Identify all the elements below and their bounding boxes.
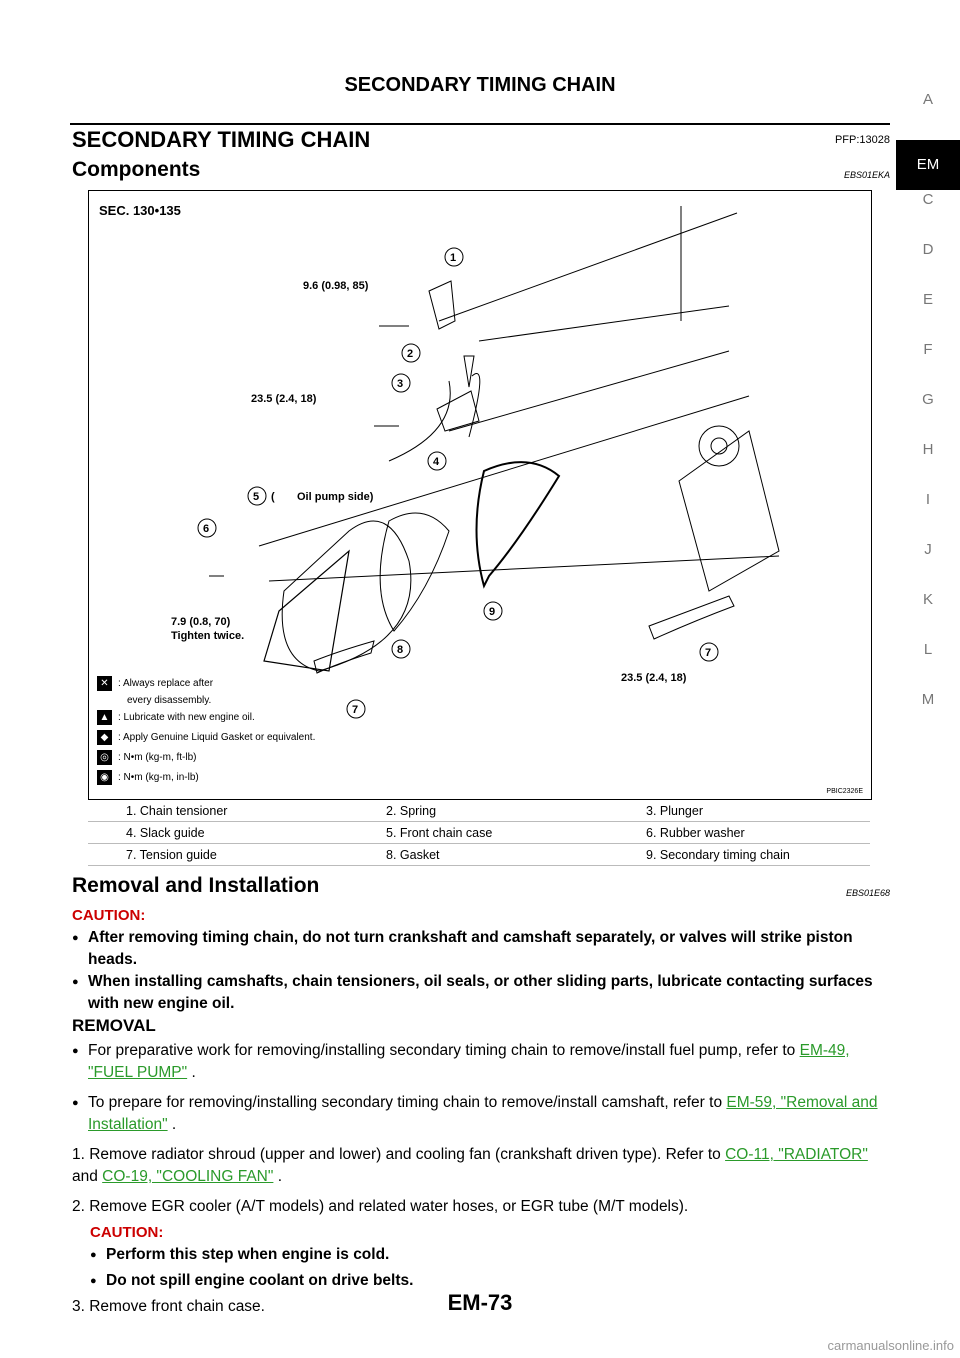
bullet-text: To prepare for removing/installing secon… [88, 1094, 723, 1111]
removal-install-code: EBS01E68 [845, 888, 890, 898]
caution-label: CAUTION: [72, 907, 146, 924]
side-index-item[interactable]: C [922, 191, 934, 208]
callout-number: 3 [397, 378, 403, 390]
caution-item: After removing timing chain, do not turn… [72, 927, 890, 971]
callout-number: 7 [352, 704, 358, 716]
camshaft-link[interactable]: EM-59, "Removal and Installation" [88, 1094, 878, 1133]
side-index-item-active[interactable]: EM [896, 140, 960, 190]
removal-bullet-1: For preparative work for removing/instal… [72, 1040, 890, 1084]
side-index-item[interactable]: D [922, 241, 934, 258]
torque-callout-2: 23.5 (2.4, 18) [251, 393, 317, 405]
legend-row: ✕ : Always replace after [97, 673, 315, 693]
part-cell: 6. Rubber washer [646, 825, 745, 840]
legend-row: ◎ : N•m (kg-m, ft-lb) [97, 747, 315, 767]
part-cell: 5. Front chain case [386, 825, 493, 840]
callout-number: 7 [705, 647, 711, 659]
caution-label: CAUTION: [90, 1224, 164, 1241]
legend-text: every disassembly. [127, 694, 212, 706]
torque-callout-4: 7.9 (0.8, 70) [171, 616, 231, 628]
legend-text: : N•m (kg-m, ft-lb) [118, 751, 197, 763]
removal-steps: For preparative work for removing/instal… [72, 1040, 890, 1318]
figure-code: PBIC2326E [826, 788, 863, 795]
callout-number: 4 [433, 456, 440, 468]
caution-item: Perform this step when engine is cold. [90, 1244, 890, 1266]
removal-title: REMOVAL [72, 1016, 156, 1035]
caution-item: Do not spill engine coolant on drive bel… [90, 1270, 890, 1292]
legend-text: : N•m (kg-m, in-lb) [118, 771, 199, 783]
section-title: SECONDARY TIMING CHAIN [72, 127, 371, 152]
side-index-item[interactable]: F [923, 341, 933, 358]
part-cell: 9. Secondary timing chain [646, 847, 790, 862]
part-cell: 4. Slack guide [126, 825, 205, 840]
part-cell: 7. Tension guide [126, 847, 217, 862]
part-cell: 2. Spring [386, 803, 437, 818]
torque-in-icon: ◉ [97, 769, 112, 785]
legend-row: every disassembly. [97, 693, 315, 707]
fuel-pump-link[interactable]: EM-49, "FUEL PUMP" [88, 1042, 850, 1081]
gasket-icon: ◆ [97, 729, 112, 745]
bullet-text: For preparative work for removing/instal… [88, 1042, 796, 1059]
legend-text: : Apply Genuine Liquid Gasket or equival… [118, 731, 316, 743]
side-index-item[interactable]: I [925, 491, 931, 508]
side-index-item[interactable]: E [922, 291, 933, 308]
parts-table: 1. Chain tensioner 2. Spring 3. Plunger 4.… [88, 800, 870, 866]
legend-text: : Always replace after [118, 677, 214, 689]
side-index-item[interactable]: H [922, 441, 934, 458]
side-index: A EM C D E F G H I J K L M [896, 90, 960, 740]
watermark: carmanualsonline.info [827, 1338, 954, 1353]
removal-step-3: 3. Remove front chain case. [72, 1298, 265, 1315]
page-number: EM-73 [447, 1290, 513, 1315]
caution-block-2: CAUTION: Perform this step when engine i… [72, 1222, 890, 1292]
callout-number: 5 [253, 491, 259, 503]
callout-number: 2 [407, 348, 413, 360]
side-index-item[interactable]: A [922, 91, 933, 108]
components-code: EBS01EKA [843, 170, 890, 180]
part-cell: 8. Gasket [386, 847, 440, 862]
exploded-diagram: 1 2 3 4 5 6 7 7 8 9 9.6 (0.98, 85) 23.5 … [171, 206, 780, 719]
lubricate-icon: ▲ [97, 709, 112, 725]
side-index-item[interactable]: G [922, 391, 934, 408]
page-header-title: SECONDARY TIMING CHAIN [344, 74, 616, 96]
section-code: PFP:13028 [834, 134, 890, 146]
header-rule [70, 123, 890, 125]
parts-row: 1. Chain tensioner 2. Spring 3. Plunger [88, 800, 870, 822]
torque-callout-1: 9.6 (0.98, 85) [303, 280, 369, 292]
legend-row: ▲ : Lubricate with new engine oil. [97, 707, 315, 727]
side-index-item[interactable]: L [923, 641, 933, 658]
figure-legend: ✕ : Always replace after every disassembl… [97, 673, 315, 787]
part-cell: 3. Plunger [646, 803, 703, 818]
callout-number: 1 [450, 252, 456, 264]
callout-number: 9 [489, 606, 495, 618]
caution-item: When installing camshafts, chain tension… [72, 971, 890, 1015]
parts-row: 7. Tension guide 8. Gasket 9. Secondary ti… [88, 844, 870, 866]
removal-step-2: 2. Remove EGR cooler (A/T models) and re… [72, 1198, 689, 1215]
side-index-item[interactable]: K [922, 591, 933, 608]
callout-number: 8 [397, 644, 403, 656]
side-index-item[interactable]: J [924, 541, 932, 558]
oil-pump-side-label: Oil pump side) [297, 491, 374, 503]
components-figure: SEC. 130•135 [88, 190, 872, 800]
components-title: Components [72, 158, 201, 181]
parts-row: 4. Slack guide 5. Front chain case 6. Rubb… [88, 822, 870, 844]
callout-number: 6 [203, 523, 209, 535]
legend-row: ◉ : N•m (kg-m, in-lb) [97, 767, 315, 787]
removal-step-1: 1. Remove radiator shroud (upper and low… [72, 1146, 868, 1185]
part-cell: 1. Chain tensioner [126, 803, 228, 818]
torque-callout-5: 23.5 (2.4, 18) [621, 672, 687, 684]
replace-icon: ✕ [97, 675, 112, 691]
legend-text: : Lubricate with new engine oil. [118, 711, 255, 723]
legend-row: ◆ : Apply Genuine Liquid Gasket or equiva… [97, 727, 315, 747]
tighten-twice-note: Tighten twice. [171, 630, 244, 642]
cooling-fan-link[interactable]: CO-19, "COOLING FAN" [102, 1168, 274, 1185]
removal-bullet-2: To prepare for removing/installing secon… [72, 1092, 890, 1136]
torque-ft-icon: ◎ [97, 749, 112, 765]
figure-sec-label: SEC. 130•135 [99, 203, 181, 218]
removal-install-title: Removal and Installation [72, 874, 320, 897]
oil-pump-side-open: ( [271, 491, 275, 503]
radiator-link[interactable]: CO-11, "RADIATOR" [725, 1146, 868, 1163]
side-index-item[interactable]: M [921, 691, 935, 708]
caution-block-1: CAUTION: After removing timing chain, do… [72, 905, 890, 1015]
